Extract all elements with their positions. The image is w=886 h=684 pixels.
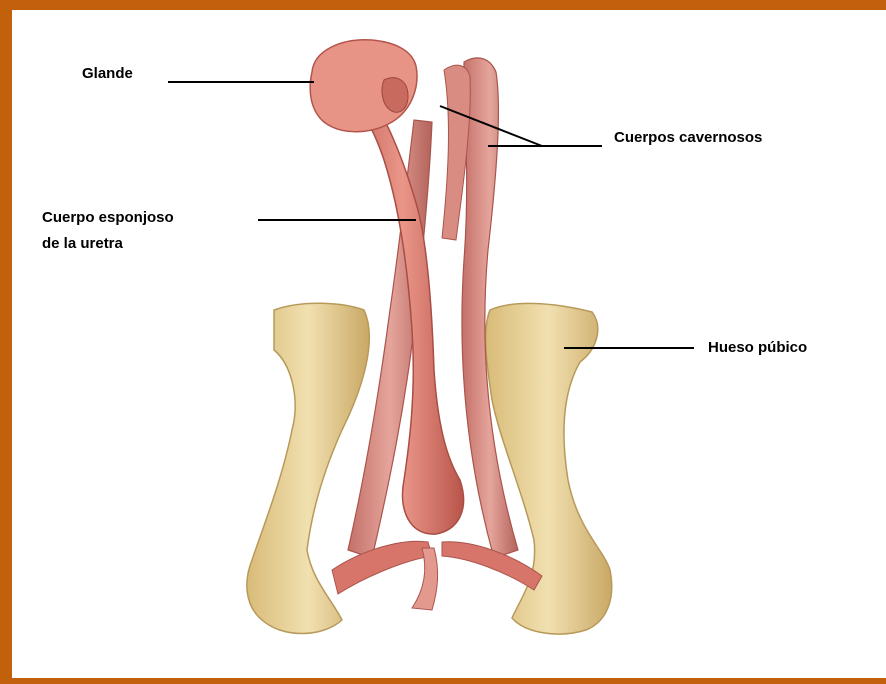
label-glande: Glande: [82, 62, 133, 86]
label-hueso-pubico: Hueso púbico: [708, 336, 807, 360]
glans: [310, 40, 417, 132]
label-cuerpo-esponjoso-line1: Cuerpo esponjoso: [42, 206, 174, 230]
diagram-canvas: Glande Cuerpos cavernosos Cuerpo esponjo…: [12, 10, 886, 678]
label-cuerpos-cavernosos: Cuerpos cavernosos: [614, 126, 762, 150]
pubic-bone-right: [486, 303, 612, 634]
label-cuerpo-esponjoso-line2: de la uretra: [42, 232, 123, 256]
